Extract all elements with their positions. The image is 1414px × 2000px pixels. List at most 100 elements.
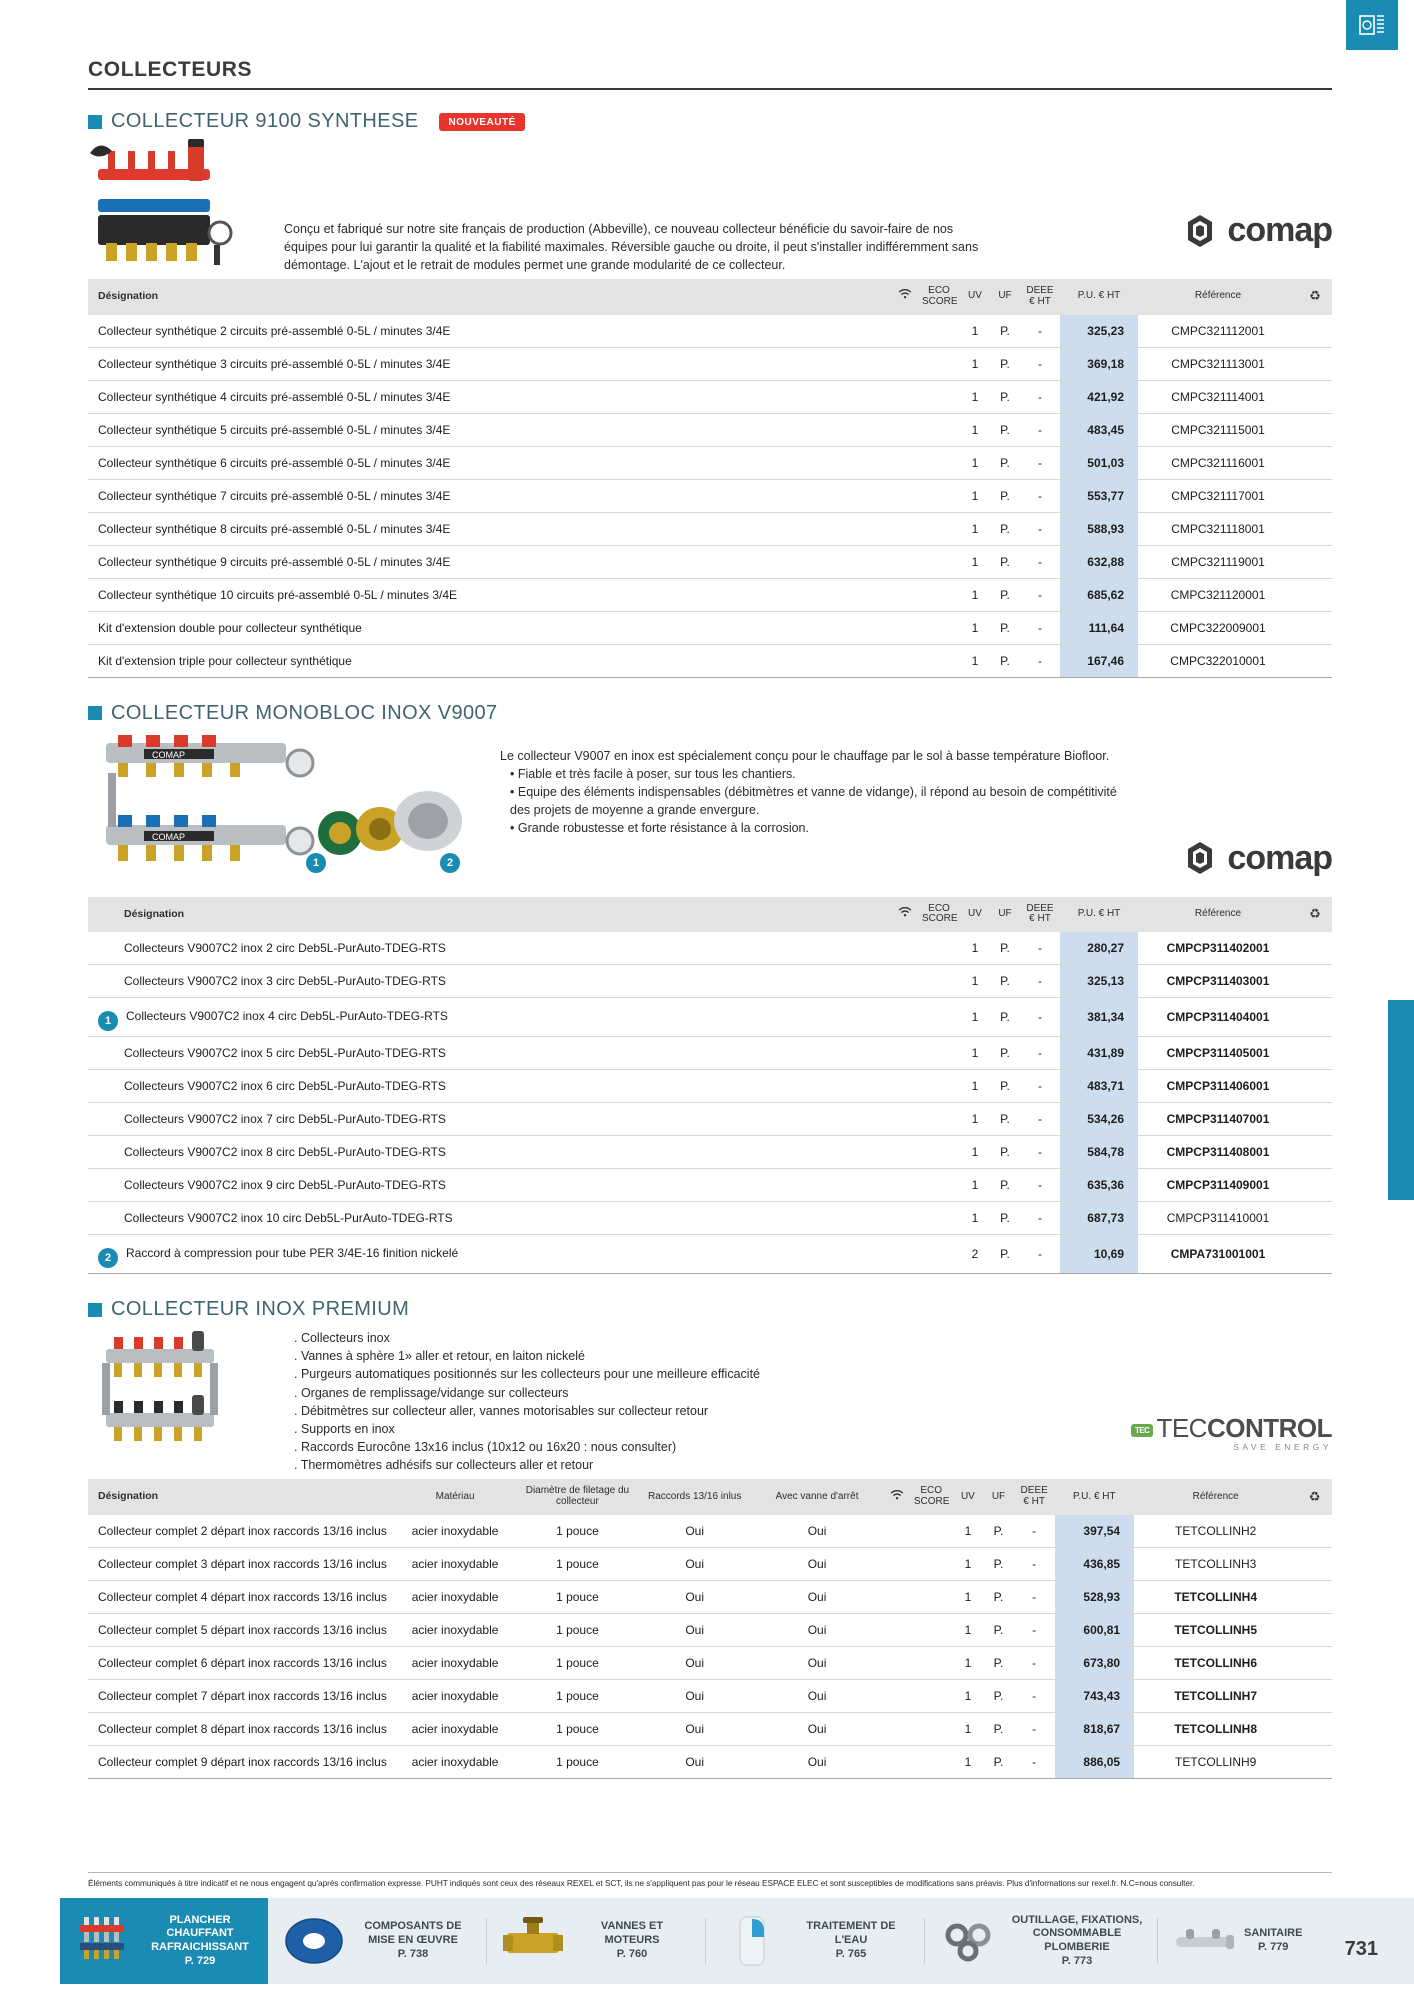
table-row[interactable]: Kit d'extension triple pour collecteur s… [88, 644, 1332, 678]
cell-uf: P. [990, 512, 1020, 546]
feature-item: . Vannes à sphère 1» aller et retour, en… [294, 1349, 585, 1364]
table-row[interactable]: Collecteur synthétique 4 circuits pré-as… [88, 380, 1332, 414]
cell-deee: - [1020, 932, 1060, 966]
table-row[interactable]: Collecteur synthétique 6 circuits pré-as… [88, 446, 1332, 480]
table-row[interactable]: Collecteurs V9007C2 inox 3 circ Deb5L-Pu… [88, 964, 1332, 999]
cell-raccords: Oui [638, 1547, 751, 1581]
cell-wifi [892, 644, 918, 678]
cell-recycle [1298, 997, 1332, 1038]
cell-designation: Collecteurs V9007C2 inox 3 circ Deb5L-Pu… [88, 964, 892, 999]
cell-eco-score [918, 446, 960, 480]
cell-deee: - [1013, 1580, 1055, 1614]
cell-recycle [1297, 1745, 1332, 1779]
table-row[interactable]: Collecteur complet 6 départ inox raccord… [88, 1646, 1332, 1680]
table-row[interactable]: Collecteur complet 4 départ inox raccord… [88, 1580, 1332, 1614]
cell-price: 534,26 [1060, 1102, 1138, 1137]
cell-uv: 1 [952, 1580, 984, 1614]
th-uv: UV [952, 1479, 984, 1515]
catalog-corner-tab[interactable] [1346, 0, 1398, 50]
table-row[interactable]: Collecteur complet 5 départ inox raccord… [88, 1613, 1332, 1647]
cell-wifi [892, 578, 918, 612]
cell-diametre: 1 pouce [516, 1679, 639, 1713]
table-row[interactable]: Collecteur synthétique 9 circuits pré-as… [88, 545, 1332, 579]
table-row[interactable]: Collecteurs V9007C2 inox 7 circ Deb5L-Pu… [88, 1102, 1332, 1137]
legal-disclaimer: Éléments communiqués à titre indicatif e… [88, 1872, 1332, 1888]
cell-uf: P. [990, 578, 1020, 612]
table-row[interactable]: Collecteur synthétique 2 circuits pré-as… [88, 314, 1332, 348]
table-row[interactable]: Collecteurs V9007C2 inox 6 circ Deb5L-Pu… [88, 1069, 1332, 1104]
cell-eco-score [918, 512, 960, 546]
table-row[interactable]: Collecteur complet 3 départ inox raccord… [88, 1547, 1332, 1581]
footer-nav-item-outillage[interactable]: OUTILLAGE, FIXATIONS, CONSOMMABLE PLOMBE… [925, 1898, 1157, 1984]
table-row[interactable]: Collecteur complet 9 départ inox raccord… [88, 1745, 1332, 1779]
section-header-1: COLLECTEUR MONOBLOC INOX V9007 [88, 702, 1332, 725]
table-row[interactable]: Collecteurs V9007C2 inox 8 circ Deb5L-Pu… [88, 1135, 1332, 1170]
cell-eco-score [918, 1036, 960, 1071]
section-title-2: COLLECTEUR INOX PREMIUM [111, 1298, 410, 1321]
table-row[interactable]: Collecteur complet 7 départ inox raccord… [88, 1679, 1332, 1713]
table-row[interactable]: Collecteur synthétique 5 circuits pré-as… [88, 413, 1332, 447]
cell-eco-score [918, 1201, 960, 1236]
table-body-2: Collecteur complet 2 départ inox raccord… [88, 1514, 1332, 1779]
cell-reference: CMPC321114001 [1138, 380, 1298, 414]
cell-recycle [1297, 1646, 1332, 1680]
cell-designation: Collecteur synthétique 10 circuits pré-a… [88, 578, 892, 612]
table-row[interactable]: Collecteur complet 2 départ inox raccord… [88, 1514, 1332, 1548]
cell-eco-score [918, 932, 960, 966]
cell-wifi [883, 1646, 910, 1680]
cell-wifi [892, 1234, 918, 1275]
cell-wifi [883, 1679, 910, 1713]
cell-recycle [1298, 545, 1332, 579]
table-row[interactable]: Collecteurs V9007C2 inox 2 circ Deb5L-Pu… [88, 932, 1332, 966]
th-designation: Désignation [88, 1479, 394, 1515]
table-row[interactable]: Collecteur synthétique 10 circuits pré-a… [88, 578, 1332, 612]
cell-designation: Collecteur complet 9 départ inox raccord… [88, 1745, 394, 1779]
section-title-0: COLLECTEUR 9100 SYNTHESE [111, 110, 419, 132]
table-row[interactable]: Kit d'extension double pour collecteur s… [88, 611, 1332, 645]
cell-diametre: 1 pouce [516, 1613, 639, 1647]
th-deee: DEEE€ HT [1020, 896, 1060, 933]
table-row[interactable]: Collecteurs V9007C2 inox 5 circ Deb5L-Pu… [88, 1036, 1332, 1071]
page-side-tab [1388, 1000, 1414, 1200]
cell-deee: - [1013, 1547, 1055, 1581]
feature-item: . Débitmètres sur collecteur aller, vann… [294, 1403, 709, 1418]
cell-deee: - [1020, 644, 1060, 678]
tec-chip-icon: TEC [1130, 1424, 1154, 1438]
cell-price: 381,34 [1060, 997, 1138, 1038]
cell-deee: - [1013, 1613, 1055, 1647]
cell-deee: - [1020, 545, 1060, 579]
th-uv: UV [960, 896, 990, 933]
table-row[interactable]: Collecteur synthétique 8 circuits pré-as… [88, 512, 1332, 546]
cell-uv: 1 [960, 1201, 990, 1236]
table-row[interactable]: Collecteur synthétique 3 circuits pré-as… [88, 347, 1332, 381]
cell-deee: - [1020, 964, 1060, 999]
cell-eco-score [918, 1234, 960, 1275]
table-row[interactable]: Collecteurs V9007C2 inox 9 circ Deb5L-Pu… [88, 1168, 1332, 1203]
cell-recycle [1298, 1069, 1332, 1104]
th-raccords: Raccords 13/16 inlus [638, 1479, 751, 1515]
cell-deee: - [1020, 1102, 1060, 1137]
table-row[interactable]: Collecteur complet 8 départ inox raccord… [88, 1712, 1332, 1746]
cell-price: 635,36 [1060, 1168, 1138, 1203]
th-designation: Désignation [88, 896, 892, 933]
cell-wifi [883, 1547, 910, 1581]
cell-designation: Collecteur synthétique 8 circuits pré-as… [88, 512, 892, 546]
cell-designation: Collecteurs V9007C2 inox 9 circ Deb5L-Pu… [88, 1168, 892, 1203]
table-row[interactable]: Collecteurs V9007C2 inox 10 circ Deb5L-P… [88, 1201, 1332, 1236]
cell-wifi [883, 1613, 910, 1647]
feature-item: . Supports en inox [294, 1421, 395, 1436]
table-row[interactable]: Collecteur synthétique 7 circuits pré-as… [88, 479, 1332, 513]
cell-uf: P. [990, 446, 1020, 480]
cell-uf: P. [983, 1580, 1014, 1614]
cell-reference: TETCOLLINH9 [1134, 1745, 1298, 1779]
